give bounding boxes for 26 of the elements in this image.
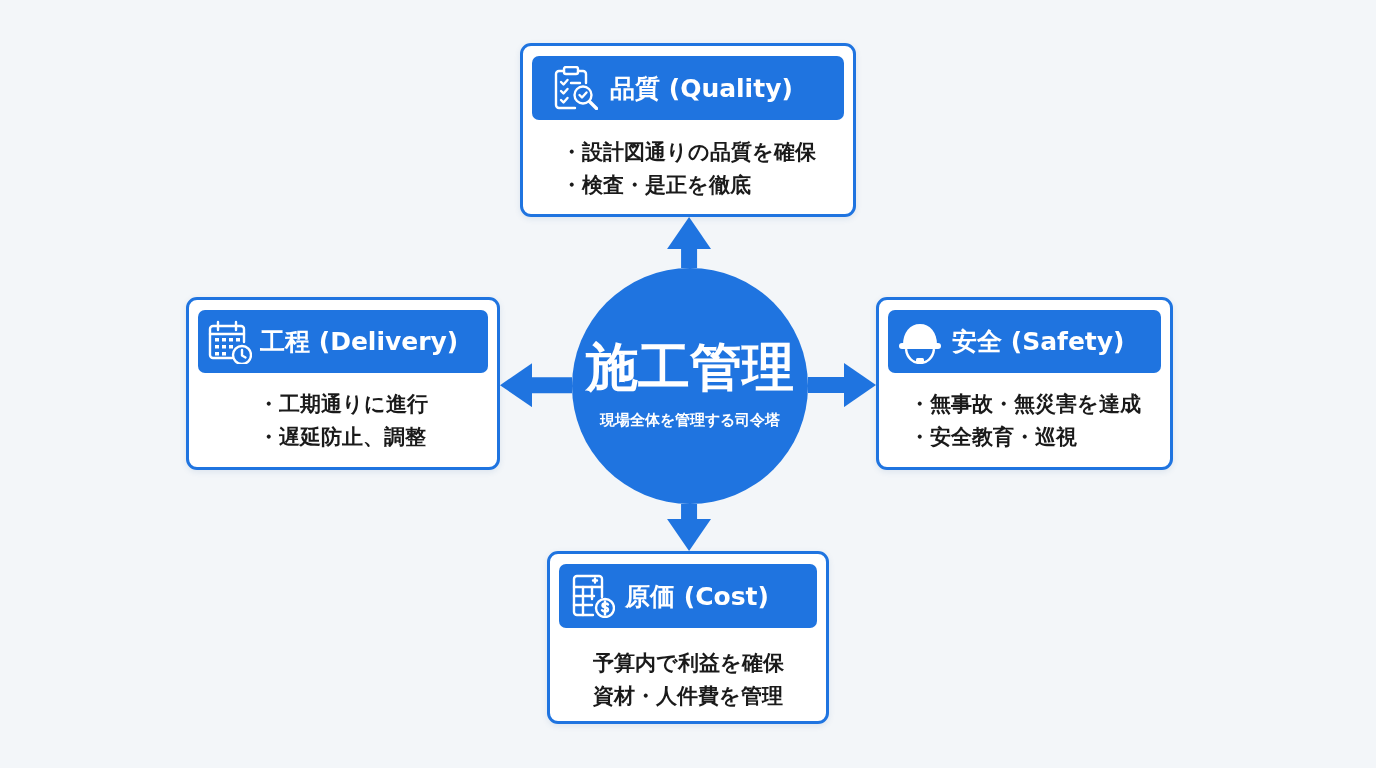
arrow	[667, 504, 712, 551]
bullet-text: ・検査・是正を徹底	[560, 172, 751, 199]
header-band	[888, 310, 1161, 373]
bullet-text: 資材・人件費を管理	[592, 683, 783, 710]
hub-subtitle: 現場全体を管理する司令塔	[600, 410, 780, 430]
header-band	[532, 56, 844, 120]
bullet-text: ・設計図通りの品質を確保	[560, 139, 816, 166]
header-band	[198, 310, 488, 373]
category-card	[547, 551, 829, 724]
arrow	[667, 217, 712, 268]
bullet-text: 予算内で利益を確保	[592, 650, 784, 677]
category-card	[186, 297, 500, 470]
card-title: 品質 (Quality)	[610, 72, 793, 105]
hub-title: 施工管理	[586, 336, 794, 397]
bullet-text: ・遅延防止、調整	[258, 424, 426, 451]
card-title: 工程 (Delivery)	[260, 326, 459, 358]
category-card	[520, 43, 856, 217]
arrow	[808, 363, 876, 408]
header-band	[559, 564, 817, 628]
arrow	[500, 363, 572, 408]
card-title: 安全 (Safety)	[952, 326, 1125, 358]
bullet-text: ・安全教育・巡視	[908, 424, 1077, 451]
bullet-text: ・無事故・無災害を達成	[908, 391, 1141, 418]
category-card	[876, 297, 1173, 470]
card-title: 原価 (Cost)	[625, 580, 769, 613]
bullet-text: ・工期通りに進行	[258, 391, 428, 418]
